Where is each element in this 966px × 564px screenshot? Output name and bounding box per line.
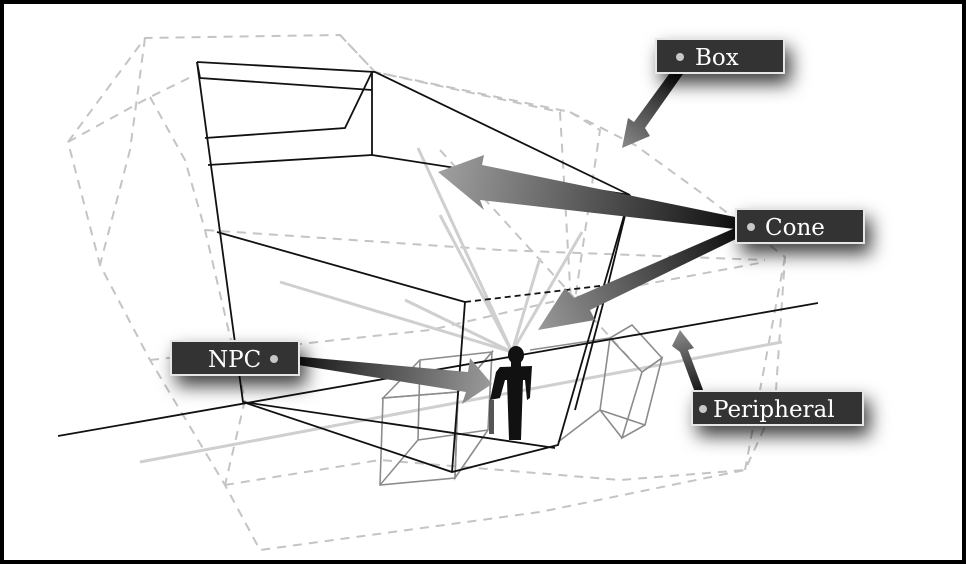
peripheral-label-text: Peripheral: [713, 397, 835, 423]
peripheral-arrow: [672, 330, 705, 398]
cone-arrow-bottom: [538, 228, 738, 330]
peripheral-label-dot: [699, 405, 707, 413]
npc-arrow: [292, 356, 492, 404]
cone-label-dot: [747, 223, 755, 231]
diagram-canvas: Box Cone NPC Peripheral: [4, 4, 962, 560]
perception-volumes-diagram: [57, 33, 819, 552]
npc-label-text: NPC: [208, 347, 262, 373]
cone-arrow-top: [438, 155, 735, 229]
cone-label-text: Cone: [765, 215, 825, 241]
peripheral-label: Peripheral: [691, 390, 864, 426]
npc-label-dot: [270, 355, 278, 363]
perception-rays: [139, 147, 783, 464]
peripheral-boxes: [379, 323, 664, 486]
box-arrow: [622, 66, 683, 148]
box-label: Box: [655, 38, 785, 74]
person-silhouette-icon: [489, 346, 532, 440]
cone-label: Cone: [735, 208, 865, 244]
box-label-dot: [676, 53, 684, 61]
npc-label: NPC: [170, 340, 300, 376]
box-label-text: Box: [695, 45, 739, 71]
dashed-hull: [67, 33, 787, 552]
